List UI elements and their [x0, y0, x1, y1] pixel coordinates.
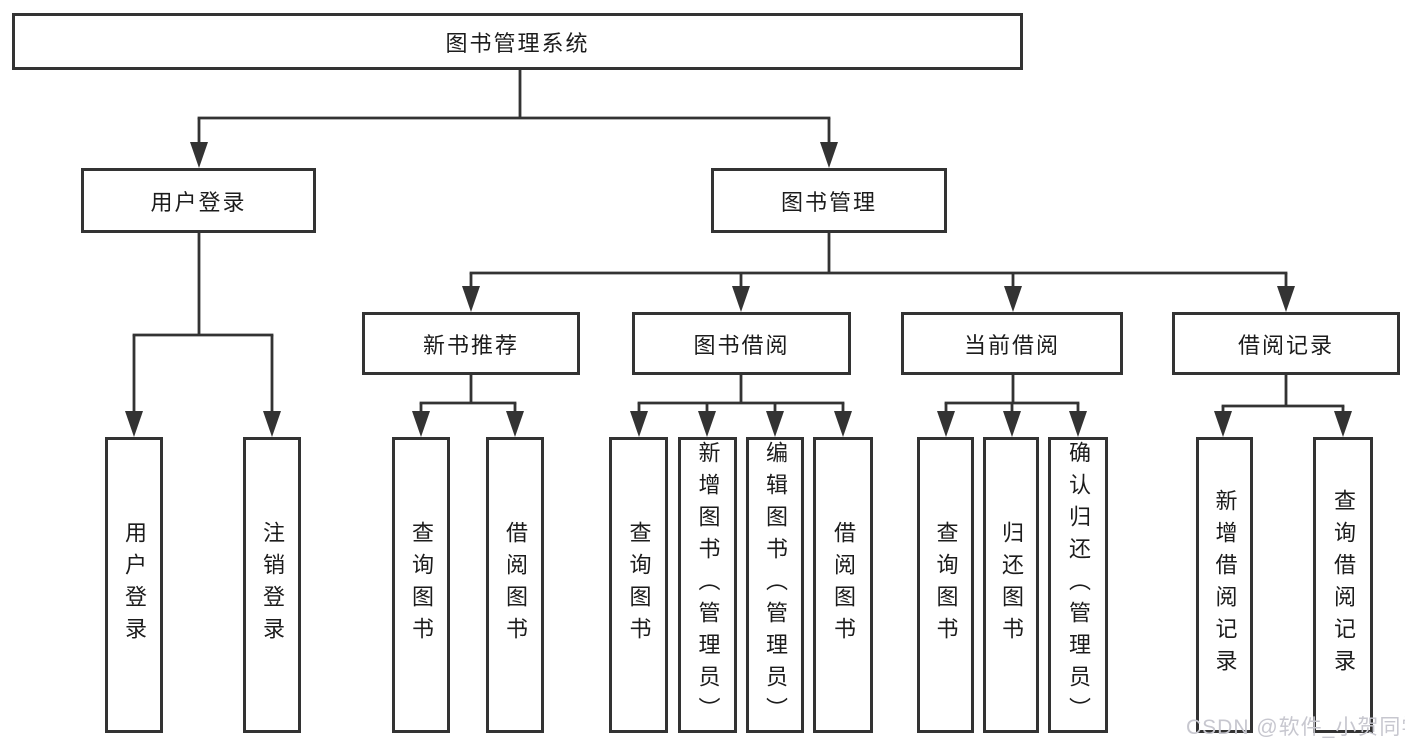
node-current-borrow: 当前借阅 — [901, 312, 1123, 375]
node-current-borrow-label: 当前借阅 — [963, 332, 1060, 358]
node-book-borrow-label: 图书借阅 — [693, 332, 790, 358]
node-borrow-records-label: 借阅记录 — [1237, 332, 1334, 358]
node-root-label: 图书管理系统 — [445, 30, 590, 56]
leaf-borrow-book-recommend: 借阅图书 — [486, 437, 544, 733]
leaf-query-borrow-record: 查询借阅记录 — [1313, 437, 1373, 733]
leaf-query-book-borrow: 查询图书 — [609, 437, 668, 733]
leaf-confirm-return-admin: 确认归还（管理员） — [1048, 437, 1108, 733]
leaf-add-borrow-record: 新增借阅记录 — [1196, 437, 1253, 733]
node-user-login-label: 用户登录 — [150, 189, 247, 215]
node-root: 图书管理系统 — [12, 13, 1023, 70]
node-user-login: 用户登录 — [81, 168, 316, 233]
watermark: CSDN @软件_小贺同学 — [1186, 716, 1405, 739]
leaf-user-login: 用户登录 — [105, 437, 163, 733]
leaf-add-book-admin: 新增图书（管理员） — [678, 437, 737, 733]
node-book-borrow: 图书借阅 — [632, 312, 851, 375]
leaf-return-book: 归还图书 — [983, 437, 1039, 733]
leaf-logout: 注销登录 — [243, 437, 301, 733]
node-borrow-records: 借阅记录 — [1172, 312, 1400, 375]
leaf-borrow-book: 借阅图书 — [813, 437, 873, 733]
node-book-management: 图书管理 — [711, 168, 947, 233]
leaf-query-book-current: 查询图书 — [917, 437, 974, 733]
node-new-book-recommend: 新书推荐 — [362, 312, 580, 375]
leaf-edit-book-admin: 编辑图书（管理员） — [746, 437, 804, 733]
leaf-query-book-recommend: 查询图书 — [392, 437, 450, 733]
node-book-management-label: 图书管理 — [780, 189, 877, 215]
node-new-book-recommend-label: 新书推荐 — [422, 332, 519, 358]
